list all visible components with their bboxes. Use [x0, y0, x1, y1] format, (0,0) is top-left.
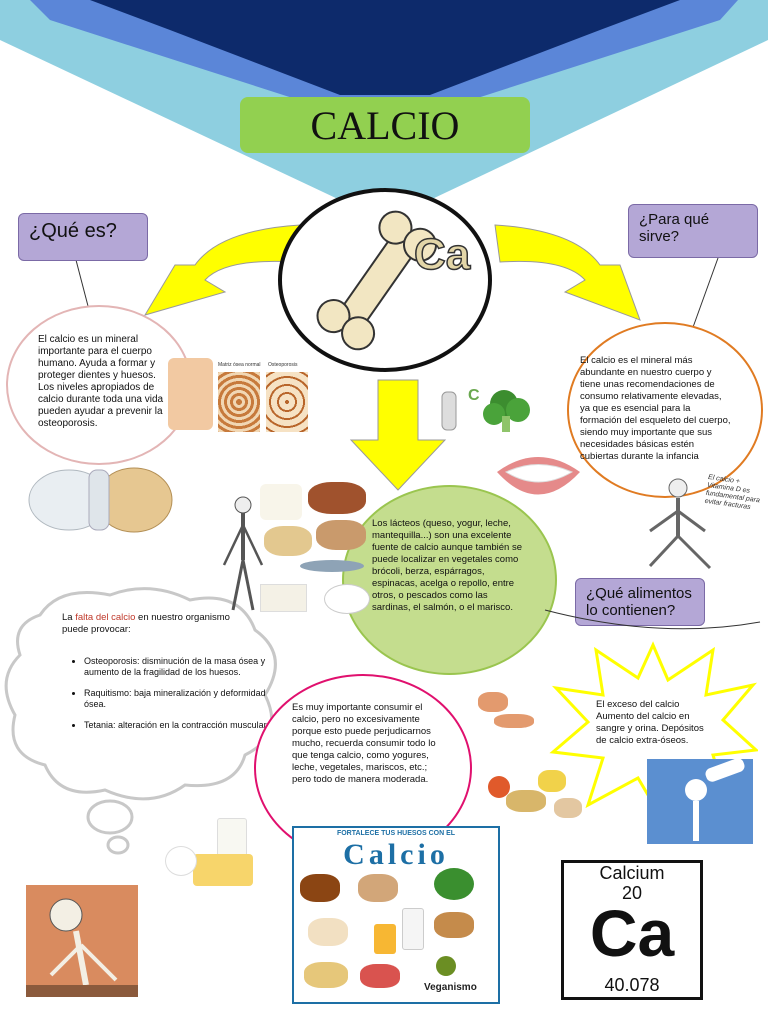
tofu-icon [260, 584, 307, 612]
osteoporosis-bone-icon [266, 372, 308, 432]
foods-oval [342, 485, 557, 675]
arrows [75, 224, 719, 491]
purpose-oval [567, 322, 763, 498]
connector-line [544, 609, 761, 630]
foods-text: Los lácteos (queso, yogur, leche, manteq… [372, 518, 522, 613]
skeleton-standing-icon [222, 496, 264, 611]
calcium-element-tile: Calcium 20 Ca 40.078 [561, 860, 703, 1000]
element-number: 20 [621, 883, 643, 903]
question-what-is: ¿Qué es? [18, 213, 148, 261]
purpose-text: El calcio es el mineral más abundante en… [580, 355, 731, 462]
fruits-icon [488, 770, 588, 830]
poster-header: FORTALECE TUS HUESOS CON EL [336, 830, 456, 837]
dairy-icon [165, 818, 260, 893]
thinking-skeleton-icon [26, 885, 138, 997]
page-title: CALCIO [240, 97, 530, 153]
deficiency-highlight: falta del calcio [75, 612, 136, 623]
poster-brand: Veganismo [424, 982, 477, 993]
cloud-shape [4, 587, 277, 855]
bone-icon [316, 210, 438, 351]
broccoli-icon: C [441, 387, 530, 432]
grains-icon [264, 526, 312, 556]
poster-title: Calcio [343, 838, 449, 871]
what-oval [6, 305, 192, 465]
what-text: El calcio es un mineral importante para … [38, 334, 164, 429]
center-circle: Ca [278, 188, 492, 372]
moderation-text: Es muy importante consumir el calcio, pe… [292, 702, 436, 785]
muscle-arm-icon [478, 690, 538, 740]
svg-text:C: C [468, 387, 480, 404]
list-item: Raquitismo: baja mineralización y deform… [84, 688, 284, 710]
foods-collage [260, 480, 370, 615]
center-symbol: Ca [413, 229, 471, 280]
beans-icon [316, 520, 366, 550]
yogurt-icon [324, 584, 370, 614]
question-purpose: ¿Para qué sirve? [628, 204, 758, 258]
calcium-poster: FORTALECE TUS HUESOS CON EL Calcio Vegan… [292, 826, 500, 1004]
question-foods: ¿Qué alimentos lo contienen? [575, 578, 705, 626]
deficiency-list: Osteoporosis: disminución de la masa óse… [58, 656, 284, 741]
bone-label: Matriz ósea normal [218, 362, 261, 368]
pelvis-icon [28, 467, 173, 533]
nuts-icon [308, 482, 366, 514]
milk-icon [260, 484, 302, 520]
milk-skeleton-icon [647, 756, 753, 844]
hip-xray-icon [168, 358, 213, 430]
deficiency-intro: La falta del calcio en nuestro organismo… [62, 612, 230, 635]
bone-label: Osteoporosis [268, 362, 298, 368]
teeth-icon [497, 457, 580, 495]
element-mass: 40.078 [604, 975, 660, 995]
list-item: Tetania: alteración en la contracción mu… [84, 720, 284, 731]
sardine-icon [300, 560, 364, 572]
skeleton-sitting-icon [648, 478, 712, 570]
element-symbol: Ca [589, 896, 675, 970]
list-item: Osteoporosis: disminución de la masa óse… [84, 656, 284, 678]
element-name: Calcium [599, 863, 665, 883]
normal-bone-icon [218, 372, 260, 432]
excess-text: El exceso del calcio Aumento del calcio … [596, 699, 704, 746]
